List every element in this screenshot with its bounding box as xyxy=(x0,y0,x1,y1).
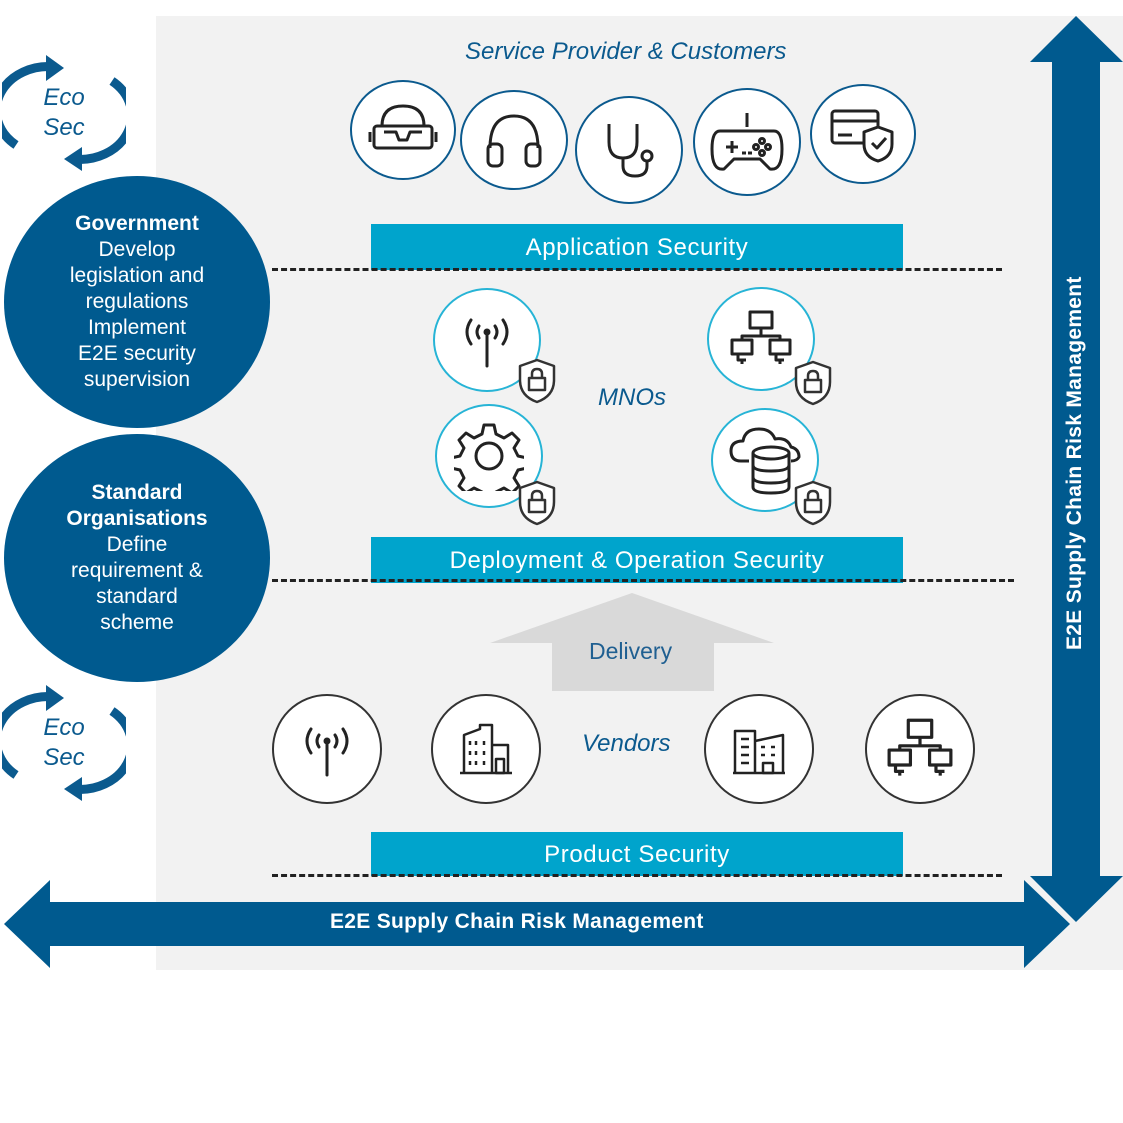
government-circle: Government Develop legislation and regul… xyxy=(4,176,270,428)
application-security-band: Application Security xyxy=(371,224,903,270)
government-line: Develop xyxy=(98,238,176,261)
vr-headset-icon xyxy=(368,104,438,150)
government-line: supervision xyxy=(83,368,191,391)
product-security-band: Product Security xyxy=(371,832,903,876)
standards-circle: Standard Organisations Define requiremen… xyxy=(4,434,270,682)
vendors-title: Vendors xyxy=(582,730,671,757)
antenna-icon xyxy=(465,318,509,368)
factory-building-icon xyxy=(733,729,785,775)
service-icon-circle xyxy=(575,96,683,204)
security-lock-icon xyxy=(518,480,556,526)
standards-line: Define xyxy=(106,533,168,556)
standards-title: Standard xyxy=(91,481,183,504)
service-icon-circle xyxy=(350,80,456,180)
government-line: regulations xyxy=(85,290,189,313)
government-line: legislation and xyxy=(69,264,205,287)
gamepad-icon xyxy=(710,113,784,171)
horizontal-risk-arrow xyxy=(4,880,1070,968)
antenna-icon xyxy=(305,727,349,777)
gear-icon xyxy=(454,423,524,491)
security-lock-icon xyxy=(794,360,832,406)
vendor-icon-circle xyxy=(431,694,541,804)
mnos-title: MNOs xyxy=(598,384,666,411)
network-icon xyxy=(730,310,792,364)
application-divider xyxy=(272,268,1002,271)
delivery-arrow xyxy=(490,593,774,691)
network-icon xyxy=(887,718,953,776)
government-line: Implement xyxy=(87,316,187,339)
standards-line: scheme xyxy=(100,611,174,634)
vendor-icon-circle xyxy=(272,694,382,804)
government-title: Government xyxy=(75,212,199,235)
standards-line: requirement & xyxy=(71,559,203,582)
vendor-icon-circle xyxy=(865,694,975,804)
vertical-risk-label: E2E Supply Chain Risk Management xyxy=(1063,276,1086,650)
eco-sec-badge-bottom: Eco Sec xyxy=(0,685,137,801)
government-line: E2E security xyxy=(78,342,196,365)
deployment-divider xyxy=(272,579,1014,582)
vertical-risk-arrow xyxy=(1030,16,1123,922)
vendor-icon-circle xyxy=(704,694,814,804)
delivery-label: Delivery xyxy=(589,638,673,664)
service-icon-circle xyxy=(460,90,568,190)
security-lock-icon xyxy=(794,480,832,526)
standards-title: Organisations xyxy=(66,507,208,530)
eco-label: Eco xyxy=(43,714,85,741)
deployment-security-band: Deployment & Operation Security xyxy=(371,537,903,583)
eco-sec-badge-top: Eco Sec xyxy=(0,55,137,171)
product-divider xyxy=(272,874,1002,877)
horizontal-risk-label: E2E Supply Chain Risk Management xyxy=(330,910,704,933)
headphones-icon xyxy=(486,114,542,168)
security-lock-icon xyxy=(518,358,556,404)
eco-label: Eco xyxy=(43,84,85,111)
service-icon-circle xyxy=(810,84,916,184)
building-icon xyxy=(460,723,512,775)
stethoscope-icon xyxy=(607,124,654,178)
service-icon-circle xyxy=(693,88,801,196)
standards-line: standard xyxy=(96,585,178,608)
cloud-database-icon xyxy=(729,427,801,495)
service-provider-title: Service Provider & Customers xyxy=(465,38,787,65)
sec-label: Sec xyxy=(43,744,85,771)
secure-card-icon xyxy=(830,109,894,163)
sec-label: Sec xyxy=(43,114,85,141)
